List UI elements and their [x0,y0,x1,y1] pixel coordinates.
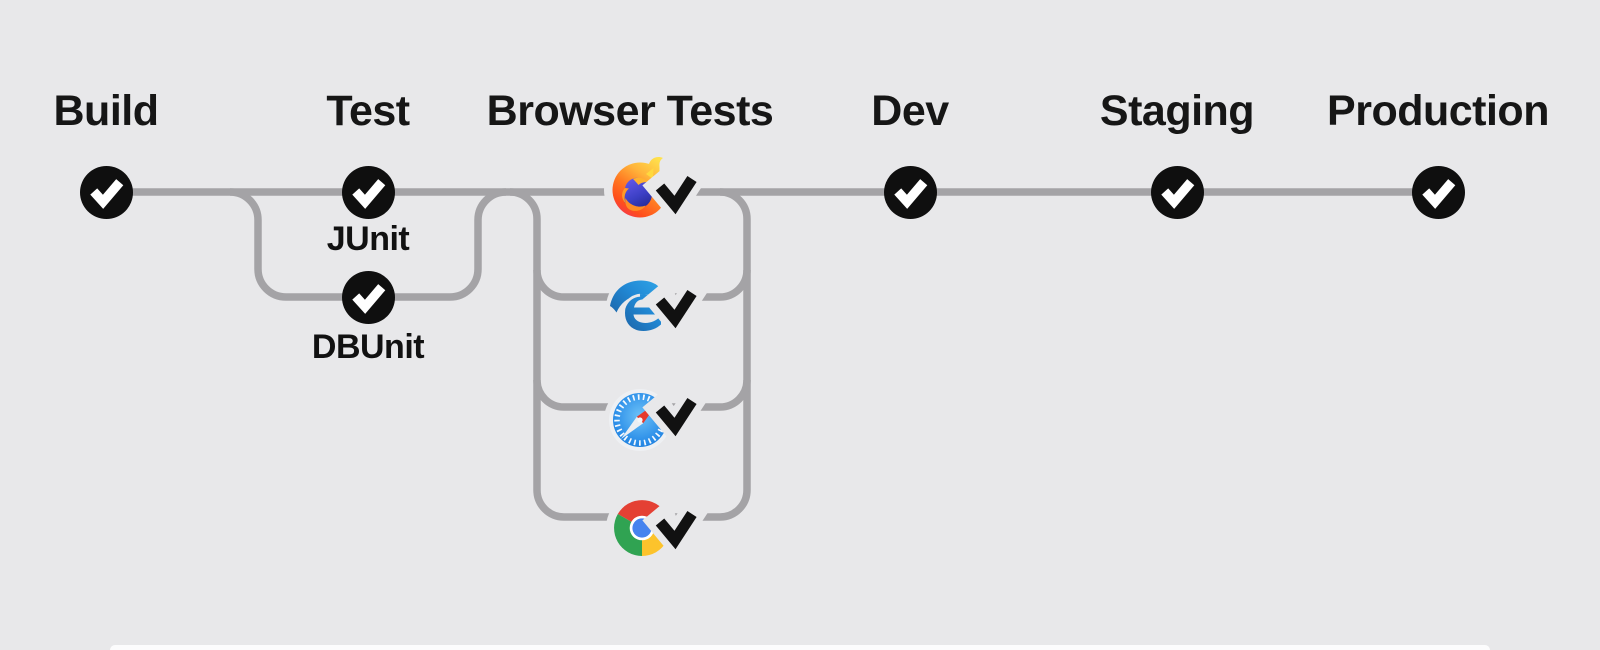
node-production[interactable] [1411,165,1465,219]
checkmark-icon [1160,178,1194,209]
job-label-junit: JUnit [326,220,410,258]
bottom-edge-strip [110,645,1490,650]
checkmark-icon [1421,178,1455,209]
node-dbunit[interactable] [341,270,395,324]
checkmark-icon [351,283,385,314]
stage-label-test: Test [326,87,410,135]
stage-label-dev: Dev [871,87,949,135]
checkmark-icon [89,178,123,209]
browser-merge-line [719,188,751,521]
stage-label-staging: Staging [1099,87,1255,135]
chrome-checkmark-icon [642,496,710,561]
stage-label-build: Build [53,87,159,135]
node-dev[interactable] [883,165,937,219]
node-staging[interactable] [1150,165,1204,219]
job-label-dbunit: DBUnit [311,328,425,366]
node-junit[interactable] [341,165,395,219]
node-build[interactable] [79,165,133,219]
firefox-checkmark-icon [642,161,710,226]
stage-label-browser-tests: Browser Tests [486,87,774,135]
checkmark-icon [893,178,927,209]
checkmark-icon [351,178,385,209]
browser-split-line [509,188,720,521]
stage-label-production: Production [1327,87,1549,135]
safari-checkmark-icon [642,383,710,448]
edge-checkmark-icon [642,275,710,340]
